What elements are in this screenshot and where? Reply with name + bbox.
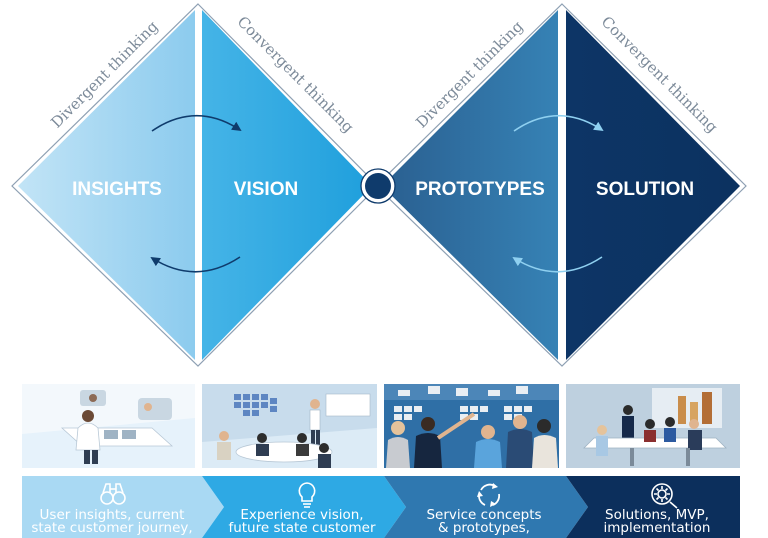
lightbulb-icon	[298, 482, 316, 508]
stage-label-solution-line-2: implementation	[603, 520, 711, 536]
stage-label-insights: User insights, current state customer jo…	[22, 507, 202, 536]
prototypes-shape	[382, 10, 558, 360]
right-diamond-outline	[375, 3, 747, 367]
cycle-arrow-bottom-left	[150, 256, 241, 273]
stage-label-vision-line-1: Experience vision,	[240, 507, 364, 523]
stage-chevron-4	[566, 476, 740, 538]
phase-label-prototypes: PROTOTYPES	[415, 179, 545, 200]
center-node	[365, 173, 391, 199]
cycle-arrow-top-left	[151, 114, 242, 132]
stage-label-insights-line-2: state customer journey,	[31, 520, 193, 536]
illustration-solution-implementation	[566, 384, 740, 468]
phase-label-vision: VISION	[234, 179, 298, 200]
left-diamond-outline	[11, 3, 379, 367]
stage-label-prototypes-line-2: & prototypes,	[438, 520, 530, 536]
stage-label-prototypes: Service concepts & prototypes,	[394, 507, 574, 536]
solution-shape	[566, 10, 740, 360]
stage-label-solution-line-1: Solutions, MVP,	[605, 507, 709, 523]
stage-label-solution: Solutions, MVP, implementation	[574, 507, 740, 536]
insights-shape	[18, 10, 195, 360]
stage-label-vision: Experience vision, future state customer	[212, 507, 392, 536]
gear-magnifier-icon	[651, 483, 678, 509]
stage-bar: User insights, current state customer jo…	[22, 476, 740, 538]
phase-label-insights: INSIGHTS	[72, 179, 162, 200]
stage-label-insights-line-1: User insights, current	[39, 507, 185, 523]
cycle-arrow-bottom-right	[512, 256, 603, 273]
binoculars-icon	[100, 483, 126, 505]
illustration-user-insights	[22, 384, 195, 468]
cycle-arrow-top-right	[513, 114, 604, 132]
stage-label-prototypes-line-1: Service concepts	[426, 507, 542, 523]
illustration-strip	[22, 384, 742, 468]
double-diamond-diagram: INSIGHTS VISION PROTOTYPES SOLUTION Dive…	[11, 3, 747, 367]
cycle-arrows-icon	[477, 483, 501, 507]
stage-chevron-1	[22, 476, 224, 538]
stage-chevron-3	[384, 476, 588, 538]
stage-label-vision-line-2: future state customer	[228, 520, 376, 536]
phase-label-solution: SOLUTION	[596, 179, 694, 200]
vision-shape	[202, 10, 372, 360]
illustration-prototyping-wall	[384, 384, 559, 468]
illustration-vision-workshop	[202, 384, 377, 468]
